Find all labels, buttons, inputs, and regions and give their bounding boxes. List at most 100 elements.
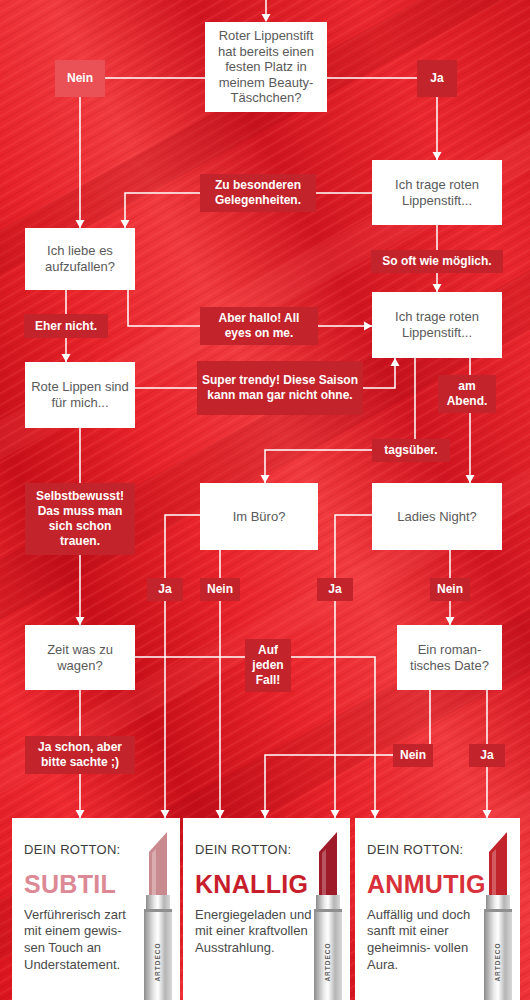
result-description: Energiegeladen und mit einer kraftvollen… <box>195 907 313 958</box>
lipstick-tube <box>484 909 512 1000</box>
answer-text: Ja <box>158 582 171 597</box>
answer-label: Ja <box>147 578 183 601</box>
result-description: Verführerisch zart mit einem gewis- sen … <box>24 907 142 975</box>
lipstick-illustration <box>144 832 172 1000</box>
lipstick-collar <box>146 895 170 909</box>
answer-text: Nein <box>400 748 426 763</box>
answer-text: Ja <box>328 582 341 597</box>
answer-text: am Abend. <box>442 379 492 409</box>
lipstick-highlight <box>152 849 156 898</box>
arrowhead <box>364 322 372 331</box>
question-text: Ich liebe es aufzufallen? <box>31 243 129 274</box>
lipstick-tube <box>144 909 172 1000</box>
result-title: SUBTIL <box>24 872 180 897</box>
result-title: KNALLIG <box>195 872 350 897</box>
answer-label: Ja schon, aber bitte sachte ;) <box>25 736 135 774</box>
result-description: Auffällig und doch sanft mit einer gehei… <box>367 907 485 975</box>
arrowhead <box>331 810 340 818</box>
lipstick-tube <box>314 909 342 1000</box>
arrowhead <box>261 810 270 818</box>
answer-label: Eher nicht. <box>24 314 108 338</box>
question-text: Zeit was zu wagen? <box>31 642 129 673</box>
lipstick-collar <box>486 895 510 909</box>
question-box: Ich trage roten Lippenstift... <box>372 160 502 225</box>
start-line <box>265 0 267 16</box>
arrowhead <box>161 810 170 818</box>
answer-label: tagsüber. <box>372 439 450 462</box>
arrowhead <box>391 358 400 366</box>
answer-text: Eher nicht. <box>35 319 97 334</box>
answer-label: Auf jeden Fall! <box>245 639 291 692</box>
connector-line <box>335 515 372 818</box>
question-box: Ein roman- tisches Date? <box>397 625 502 690</box>
answer-text: Aber hallo! All eyes on me. <box>204 311 314 341</box>
arrowhead <box>76 617 85 625</box>
connector-line <box>80 78 205 228</box>
start-arrow <box>262 0 271 22</box>
arrowhead <box>433 152 442 160</box>
result-card <box>12 818 180 1000</box>
connector-line <box>265 690 430 818</box>
connector <box>161 515 201 818</box>
answer-label: Nein <box>200 578 240 601</box>
lipstick-illustration <box>314 832 342 1000</box>
answer-label: Aber hallo! All eyes on me. <box>200 307 318 345</box>
answer-label: Selbstbewusst! Das muss man sich schon t… <box>25 483 135 555</box>
question-box: Zeit was zu wagen? <box>25 625 135 690</box>
lipstick-illustration <box>484 832 512 1000</box>
arrowhead <box>261 475 270 483</box>
answer-text: Nein <box>207 582 233 597</box>
answer-text: Selbstbewusst! Das muss man sich schon t… <box>29 489 131 549</box>
result-card <box>183 818 350 1000</box>
answer-label: am Abend. <box>438 375 496 413</box>
answer-label: Super trendy! Diese Saison kann man gar … <box>197 361 363 415</box>
question-box: Ich trage roten Lippenstift... <box>372 292 502 358</box>
arrowhead <box>216 810 225 818</box>
question-box: Ladies Night? <box>372 483 502 550</box>
texture-band <box>0 790 530 1000</box>
result-title: ANMUTIG <box>367 872 520 897</box>
arrowhead <box>433 284 442 292</box>
lipstick-bullet <box>319 832 337 900</box>
result-kicker: DEIN ROTTON: <box>367 842 520 858</box>
question-text: Ladies Night? <box>378 509 496 525</box>
arrowhead <box>76 810 85 818</box>
connector <box>331 515 373 818</box>
connector <box>261 690 431 818</box>
result-card <box>355 818 520 1000</box>
question-box: Roter Lippenstift hat bereits einen fest… <box>205 22 327 112</box>
arrowhead <box>446 617 455 625</box>
answer-label: Ja <box>417 60 457 97</box>
answer-text: tagsüber. <box>384 443 437 458</box>
question-text: Ich trage roten Lippenstift... <box>378 309 496 340</box>
lipstick-highlight <box>322 849 326 898</box>
question-text: Ich trage roten Lippenstift... <box>378 177 496 208</box>
question-text: Roter Lippenstift hat bereits einen fest… <box>211 28 321 106</box>
lipstick-band <box>314 909 342 912</box>
question-text: Ein roman- tisches Date? <box>403 642 496 673</box>
result-kicker: DEIN ROTTON: <box>24 842 180 858</box>
arrowhead <box>76 220 85 228</box>
question-text: Rote Lippen sind für mich... <box>31 379 129 410</box>
answer-label: So oft wie möglich. <box>371 250 503 273</box>
answer-label: Nein <box>55 60 105 97</box>
answer-label: Nein <box>393 744 433 767</box>
result-kicker: DEIN ROTTON: <box>195 842 350 858</box>
lipstick-bullet <box>489 832 507 900</box>
lipstick-highlight <box>492 849 496 898</box>
arrowhead <box>62 354 71 362</box>
question-box: Rote Lippen sind für mich... <box>25 362 135 428</box>
connector-line <box>165 515 200 818</box>
answer-text: Nein <box>67 71 93 86</box>
lipstick-bullet <box>149 832 167 900</box>
arrowhead <box>371 810 380 818</box>
answer-text: Super trendy! Diese Saison kann man gar … <box>201 373 359 403</box>
answer-text: Auf jeden Fall! <box>249 643 287 688</box>
connector <box>76 78 206 228</box>
answer-label: Ja <box>317 578 353 601</box>
answer-text: Zu besonderen Gelegenheiten. <box>204 178 312 208</box>
answer-label: Nein <box>430 578 470 601</box>
